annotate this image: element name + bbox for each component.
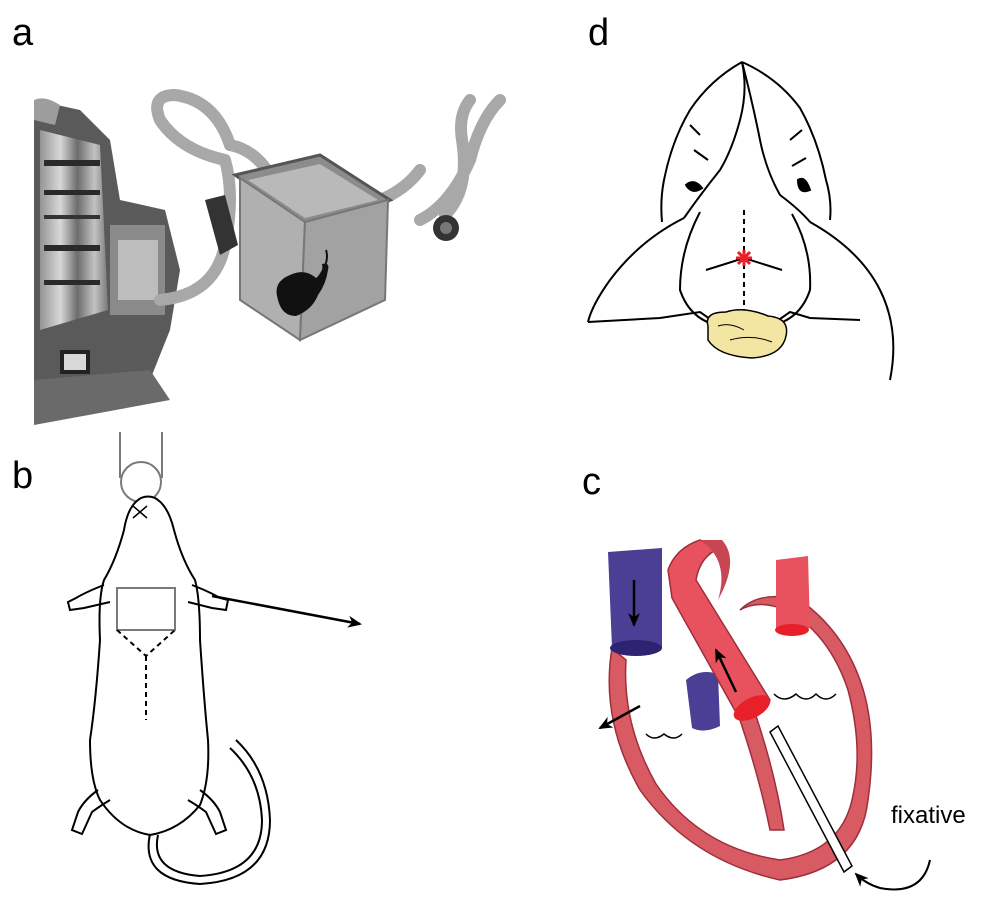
- incision-mark: [736, 250, 752, 266]
- heart-perfusion-diagram: [600, 540, 930, 889]
- vaporizer: [34, 98, 180, 425]
- aorta: [668, 540, 774, 726]
- thorax-opening-diagram: [588, 62, 893, 380]
- perfusion-needle: [770, 726, 852, 872]
- fixative-arrow: [856, 860, 930, 889]
- anesthesia-setup-photo: [34, 95, 500, 425]
- pulmonary-artery: [775, 556, 810, 636]
- vena-cava: [608, 548, 662, 656]
- mouse-outline-dorsal: [68, 432, 360, 884]
- nose-holder: [120, 432, 162, 502]
- direction-arrow: [212, 596, 360, 624]
- fat-pad: [707, 310, 786, 358]
